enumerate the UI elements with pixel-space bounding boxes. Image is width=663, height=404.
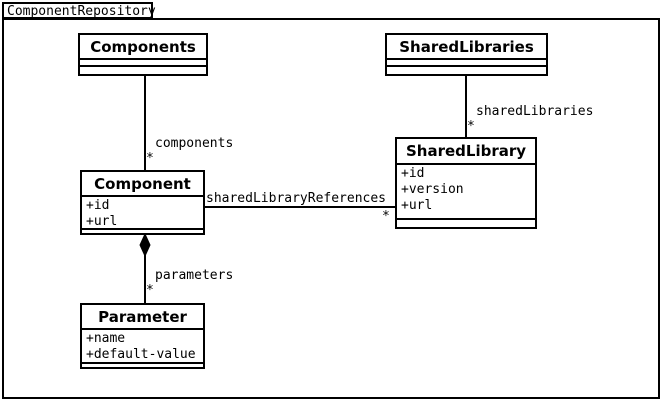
attribute-row: +id [401, 166, 425, 181]
class-name-sharedlibrary: SharedLibrary [397, 139, 535, 165]
class-attributes-sharedlibraries [387, 60, 546, 67]
class-operations-sharedlibraries [387, 67, 546, 74]
class-name-parameter: Parameter [82, 305, 203, 330]
class-operations-sharedlibrary [397, 220, 535, 227]
attribute-row: +id [86, 198, 110, 213]
attribute-row: +default-value [86, 347, 196, 362]
attribute-row: +url [86, 214, 118, 229]
package-tab: ComponentRepository [2, 2, 156, 19]
composition-diamond-icon [139, 234, 151, 256]
edge-label-sharedlibraryreferences: sharedLibraryReferences [206, 191, 387, 206]
attribute-row: +url [401, 198, 433, 213]
class-name-components: Components [80, 35, 206, 60]
edge-multiplicity-parameters: * [146, 283, 154, 298]
class-box-sharedlibrary[interactable]: SharedLibrary +id +version +url [395, 137, 537, 229]
edge-multiplicity-sharedlibraryreferences: * [382, 209, 390, 224]
class-attributes-sharedlibrary: +id +version +url [397, 165, 535, 220]
attribute-row: +name [86, 331, 126, 346]
class-attributes-component: +id +url [82, 197, 203, 230]
class-operations-components [80, 67, 206, 74]
class-box-sharedlibraries[interactable]: SharedLibraries [385, 33, 548, 76]
edge-multiplicity-components: * [146, 151, 154, 166]
class-box-components[interactable]: Components [78, 33, 208, 76]
edge-label-sharedlibraries: sharedLibraries [476, 104, 594, 119]
class-name-component: Component [82, 172, 203, 197]
attribute-row: +version [401, 182, 464, 197]
edge-multiplicity-sharedlibraries: * [467, 119, 475, 134]
package-tab-label: ComponentRepository [7, 4, 156, 19]
class-attributes-parameter: +name +default-value [82, 330, 203, 364]
class-name-sharedlibraries: SharedLibraries [387, 35, 546, 60]
edge-component-to-sharedlibrary [203, 206, 397, 208]
class-operations-parameter [82, 364, 203, 369]
edge-label-components: components [155, 136, 234, 151]
edge-components-to-component [144, 75, 146, 171]
edge-label-parameters: parameters [155, 268, 234, 283]
class-attributes-components [80, 60, 206, 67]
class-box-component[interactable]: Component +id +url [80, 170, 205, 235]
edge-sharedlibraries-to-sharedlibrary [465, 75, 467, 138]
edge-component-to-parameter [144, 234, 146, 304]
class-box-parameter[interactable]: Parameter +name +default-value [80, 303, 205, 369]
